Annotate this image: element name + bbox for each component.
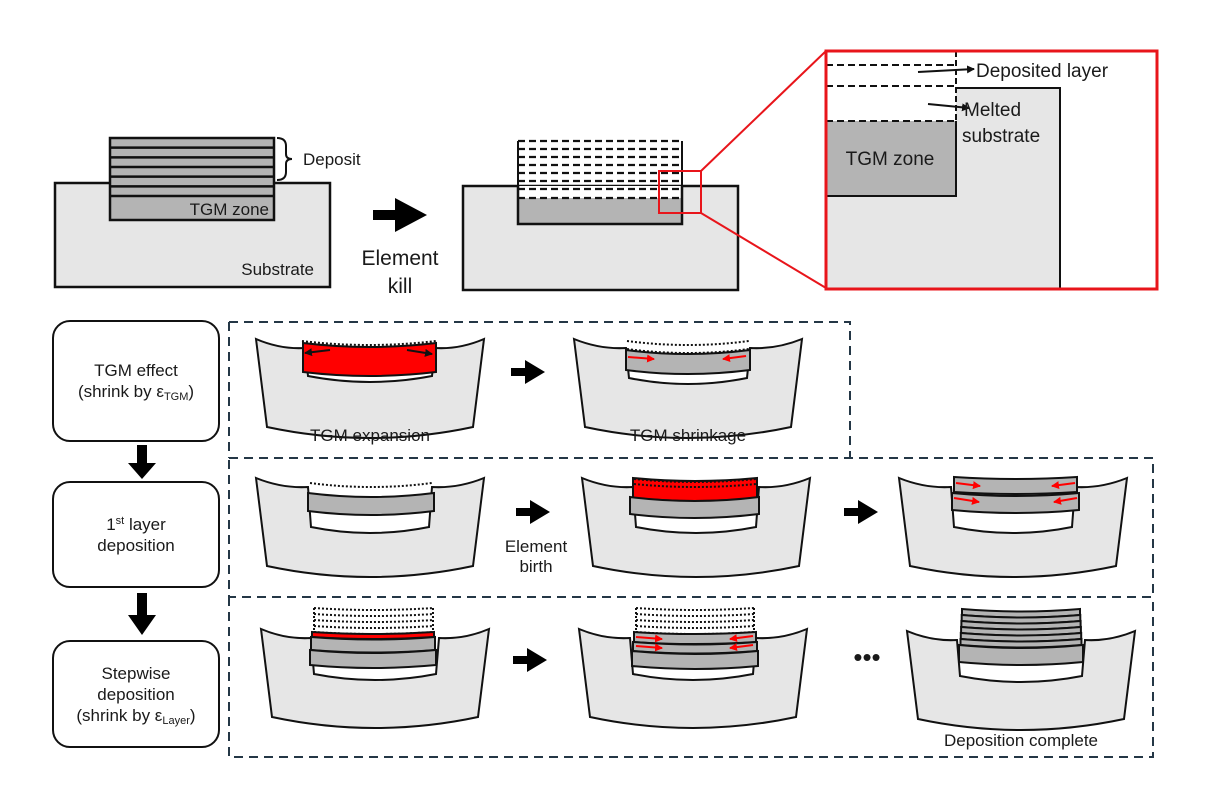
shrink-arrow-right xyxy=(627,354,655,363)
flow-step-first-layer: 1st layer deposition xyxy=(52,481,220,588)
panel-tgm-effect-border xyxy=(228,321,851,458)
deposit-side-walls xyxy=(517,141,683,186)
element-killed-figure xyxy=(461,50,827,292)
bent-specimen xyxy=(572,337,804,439)
right-arrow-icon xyxy=(513,648,547,672)
tgm-zone-band xyxy=(309,648,437,669)
inset-frame xyxy=(824,49,1159,291)
future-layer-dotted xyxy=(635,619,755,623)
tgm-zone-band xyxy=(631,649,759,670)
flow-step-stepwise: Stepwise deposition (shrink by εLayer) xyxy=(52,640,220,748)
future-layer-dotted xyxy=(635,625,755,629)
bent-specimen xyxy=(580,476,812,578)
right-arrow-icon xyxy=(516,500,550,524)
right-arrow-icon xyxy=(844,500,878,524)
right-arrow-icon xyxy=(373,198,427,232)
original-deposit-figure: Deposit TGM zone Substrate xyxy=(53,136,361,289)
deposition-complete-caption: Deposition complete xyxy=(944,731,1098,750)
bent-specimen xyxy=(254,476,486,578)
inset-tgm-outline xyxy=(826,121,957,197)
original-outline-dotted xyxy=(626,340,750,346)
shrink-arrow-right xyxy=(635,643,663,652)
future-layer-dotted xyxy=(635,607,755,611)
element-kill-line1: Element xyxy=(361,247,438,270)
inset-substrate-outline xyxy=(956,87,1061,289)
deposit-label: Deposit xyxy=(303,150,361,169)
tgm-zone-band xyxy=(951,491,1080,514)
killed-layer-lines xyxy=(518,139,682,200)
melted-substrate-label-1: Melted xyxy=(964,100,1021,121)
substrate-label: Substrate xyxy=(241,260,314,279)
tgm-shrinkage-caption: TGM shrinkage xyxy=(630,426,746,445)
substrate-arc xyxy=(897,476,1129,578)
melted-substrate-pointer xyxy=(927,103,970,112)
cavity-outline xyxy=(516,186,684,226)
future-layer-dotted xyxy=(313,619,434,623)
expansion-arrow-left xyxy=(304,348,331,357)
zoom-connector-top xyxy=(700,50,827,172)
element-kill-transition: Element kill xyxy=(361,198,439,298)
zoom-highlight-box xyxy=(658,170,702,214)
panel-stepwise-border xyxy=(228,597,1154,758)
flow-step-tgm-effect-title: TGM effect xyxy=(94,361,178,380)
bent-specimen xyxy=(254,337,486,439)
bent-specimen xyxy=(259,607,491,729)
tgm-zone-band xyxy=(629,495,760,519)
future-layer-dotted xyxy=(313,607,434,611)
flow-step-tgm-effect: TGM effect (shrink by εTGM) xyxy=(52,320,220,442)
tgm-expanded-band xyxy=(302,341,437,377)
shrink-arrow-left xyxy=(722,354,747,363)
future-layer-dotted xyxy=(313,625,434,629)
down-arrow-icon xyxy=(128,593,156,635)
first-layer-mid-dotted xyxy=(633,483,757,488)
ellipsis: ••• xyxy=(853,642,880,672)
element-birth-outline xyxy=(309,482,433,488)
bent-specimen xyxy=(905,607,1137,731)
substrate-arc xyxy=(577,627,809,729)
tgm-zone-band xyxy=(307,491,435,516)
element-kill-line2: kill xyxy=(388,275,413,298)
substrate-arc xyxy=(254,476,486,578)
tgm-shrunk-band xyxy=(625,348,751,375)
element-birth-line1: Element xyxy=(505,537,568,556)
tgm-zone-band xyxy=(958,643,1084,666)
inset-tgm-zone xyxy=(826,121,956,196)
zoom-connector-bottom xyxy=(700,212,827,289)
substrate-arc xyxy=(905,629,1137,731)
deposited-layer-band xyxy=(310,635,436,654)
deposit-stack xyxy=(108,136,276,222)
first-layer-top-dotted xyxy=(633,478,757,483)
bent-specimen xyxy=(897,475,1129,578)
panel-first-layer-border xyxy=(228,457,1154,598)
shrink-arrow-left xyxy=(1053,496,1078,505)
zoom-inset: Deposited layer Melted substrate TGM zon… xyxy=(824,49,1159,291)
right-arrow-icon xyxy=(511,360,545,384)
shrink-arrow-right xyxy=(635,634,663,643)
shrink-arrow-left xyxy=(729,643,754,652)
element-birth-line2: birth xyxy=(519,557,552,576)
down-arrow-icon xyxy=(128,445,156,479)
deposited-layer-pointer xyxy=(917,65,975,74)
deposited-layer-label: Deposited layer xyxy=(976,61,1109,82)
shrink-arrow-left xyxy=(729,634,754,643)
bent-specimen xyxy=(577,607,809,729)
shrink-arrow-right xyxy=(953,496,980,505)
first-layer-band xyxy=(953,475,1078,495)
tgm-zone-label: TGM zone xyxy=(190,200,269,219)
panel-figures xyxy=(254,337,1137,731)
shrink-arrow-left xyxy=(1051,481,1076,490)
tgm-expansion-caption: TGM expansion xyxy=(310,426,430,445)
substrate-arc xyxy=(572,337,804,439)
deposit-bracket xyxy=(276,137,293,181)
shrink-arrow-right xyxy=(955,481,981,490)
future-layer-dotted xyxy=(313,613,434,617)
tgm-zone xyxy=(518,198,682,224)
future-layer-dotted xyxy=(635,613,755,617)
expansion-arrow-right xyxy=(406,348,433,357)
melted-substrate-label-2: substrate xyxy=(962,126,1040,147)
inset-tgm-zone-label: TGM zone xyxy=(846,149,935,170)
deposit-layer-lines xyxy=(110,146,274,198)
